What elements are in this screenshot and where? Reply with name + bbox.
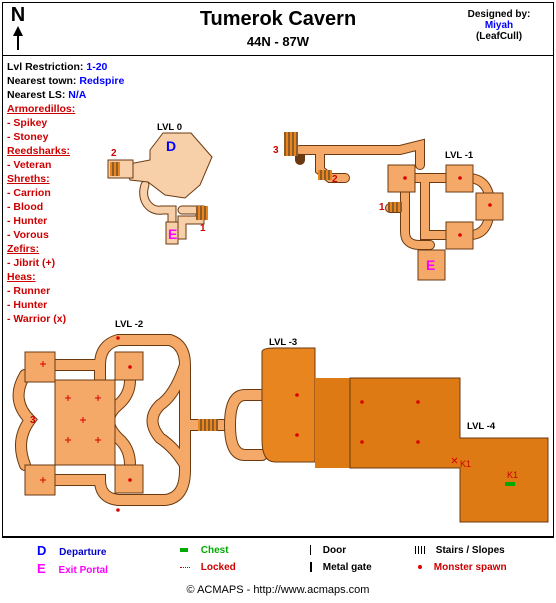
connection-number: 1	[200, 223, 206, 234]
exit-portal-icon: E	[37, 561, 46, 576]
creature-entry: - Warrior (x)	[7, 313, 67, 325]
designer-credit: Designed by: Miyah (LeafCull)	[454, 9, 544, 42]
legend-divider	[2, 536, 554, 537]
creature-category: Zefirs:	[7, 243, 40, 255]
monster-spawn-icon	[418, 565, 422, 570]
exit-portal-marker: E	[168, 226, 178, 242]
creature-entry: - Vorous	[7, 229, 49, 241]
departure-marker: D	[166, 138, 177, 154]
level-label: LVL 0	[157, 122, 182, 133]
lvl-restriction-label: Lvl Restriction:	[7, 61, 84, 73]
creature-entry: - Hunter	[7, 299, 48, 311]
lvl3-main-cave	[261, 347, 316, 463]
creature-entry: - Runner	[7, 285, 51, 297]
creature-category: Shreths:	[7, 173, 50, 185]
north-arrow-icon	[13, 26, 23, 50]
level-minus-4	[349, 377, 549, 523]
connection-number: 1	[379, 202, 385, 213]
creature-entry: - Veteran	[7, 159, 52, 171]
key-marker: K1	[507, 470, 519, 480]
creature-entry: - Carrion	[7, 187, 51, 199]
creature-category: Reedsharks:	[7, 145, 71, 157]
lvl-restriction-row: Lvl Restriction: 1-20	[7, 60, 124, 74]
info-panel: Lvl Restriction: 1-20 Nearest town: Reds…	[7, 60, 124, 102]
creature-entry: - Jibrit (+)	[7, 257, 56, 269]
legend-metal-gate: Metal gate	[310, 562, 372, 573]
page-title: Tumerok Cavern	[199, 8, 357, 30]
level-label: LVL -4	[467, 421, 496, 432]
connection-number: 3	[30, 415, 36, 426]
legend-monster-spawn: Monster spawn	[415, 562, 507, 573]
compass-letter: N	[10, 4, 26, 26]
legend-metal-gate-label: Metal gate	[322, 562, 372, 573]
creature-category: Heas:	[7, 271, 36, 283]
legend-locked: Locked	[180, 562, 236, 573]
nearest-town-row: Nearest town: Redspire	[7, 74, 124, 88]
legend-chest-label: Chest	[200, 545, 229, 556]
legend-exit: E Exit Portal	[37, 561, 108, 576]
connection-number: 2	[111, 148, 117, 159]
legend-monster-spawn-label: Monster spawn	[433, 562, 507, 573]
cavern-map	[12, 132, 549, 523]
legend-departure: D Departure	[37, 543, 106, 558]
nearest-ls-row: Nearest LS: N/A	[7, 88, 124, 102]
metal-gate-icon	[310, 562, 312, 573]
footer-credit: © ACMAPS - http://www.acmaps.com	[186, 584, 370, 596]
nearest-ls-label: Nearest LS:	[7, 89, 66, 101]
level-label: LVL -3	[269, 337, 298, 348]
level-label: LVL -2	[115, 319, 144, 330]
exit-portal-marker: E	[426, 257, 436, 273]
legend-stairs-label: Stairs / Slopes	[435, 545, 505, 556]
header-divider	[2, 55, 554, 56]
creature-entry: - Blood	[7, 201, 44, 213]
chest-icon	[505, 482, 515, 486]
creature-category: Armoredillos:	[7, 103, 76, 115]
legend-door: Door	[310, 545, 346, 556]
monster-spawns	[116, 176, 492, 512]
legend-locked-label: Locked	[200, 562, 236, 573]
stairs-icon	[415, 546, 425, 555]
map-frame	[2, 2, 554, 538]
creature-list: Armoredillos: - Spikey - Stoney Reedshar…	[7, 102, 75, 326]
creature-entry: - Spikey	[7, 117, 48, 129]
lvl-restriction-value: 1-20	[86, 61, 108, 73]
connection-number: 2	[332, 174, 338, 185]
compass-icon: N	[8, 4, 28, 50]
legend-stairs: Stairs / Slopes	[415, 545, 505, 556]
designed-by-label: Designed by:	[467, 9, 531, 20]
level-label: LVL -1	[445, 150, 474, 161]
locked-icon	[180, 566, 190, 568]
door-icon	[310, 545, 311, 556]
creature-entry: - Stoney	[7, 131, 49, 143]
map-coordinates: 44N - 87W	[246, 34, 310, 49]
legend-exit-label: Exit Portal	[58, 565, 108, 576]
nearest-ls-value: N/A	[68, 89, 87, 101]
level-minus-2	[12, 334, 236, 506]
nearest-town-label: Nearest town:	[7, 75, 77, 87]
connection-number: 3	[273, 145, 279, 156]
spawn-cross-markers	[40, 361, 458, 483]
key-marker: K1	[460, 459, 472, 469]
legend-chest: Chest	[180, 545, 229, 556]
chest-icon	[180, 548, 188, 553]
creature-entry: - Hunter	[7, 215, 48, 227]
designer-name: Miyah	[484, 20, 514, 31]
level-0	[107, 132, 213, 245]
legend-departure-label: Departure	[59, 547, 107, 558]
designer-handle: (LeafCull)	[475, 31, 523, 42]
legend-door-label: Door	[322, 545, 347, 556]
departure-icon: D	[37, 543, 47, 558]
nearest-town-value: Redspire	[79, 75, 125, 87]
